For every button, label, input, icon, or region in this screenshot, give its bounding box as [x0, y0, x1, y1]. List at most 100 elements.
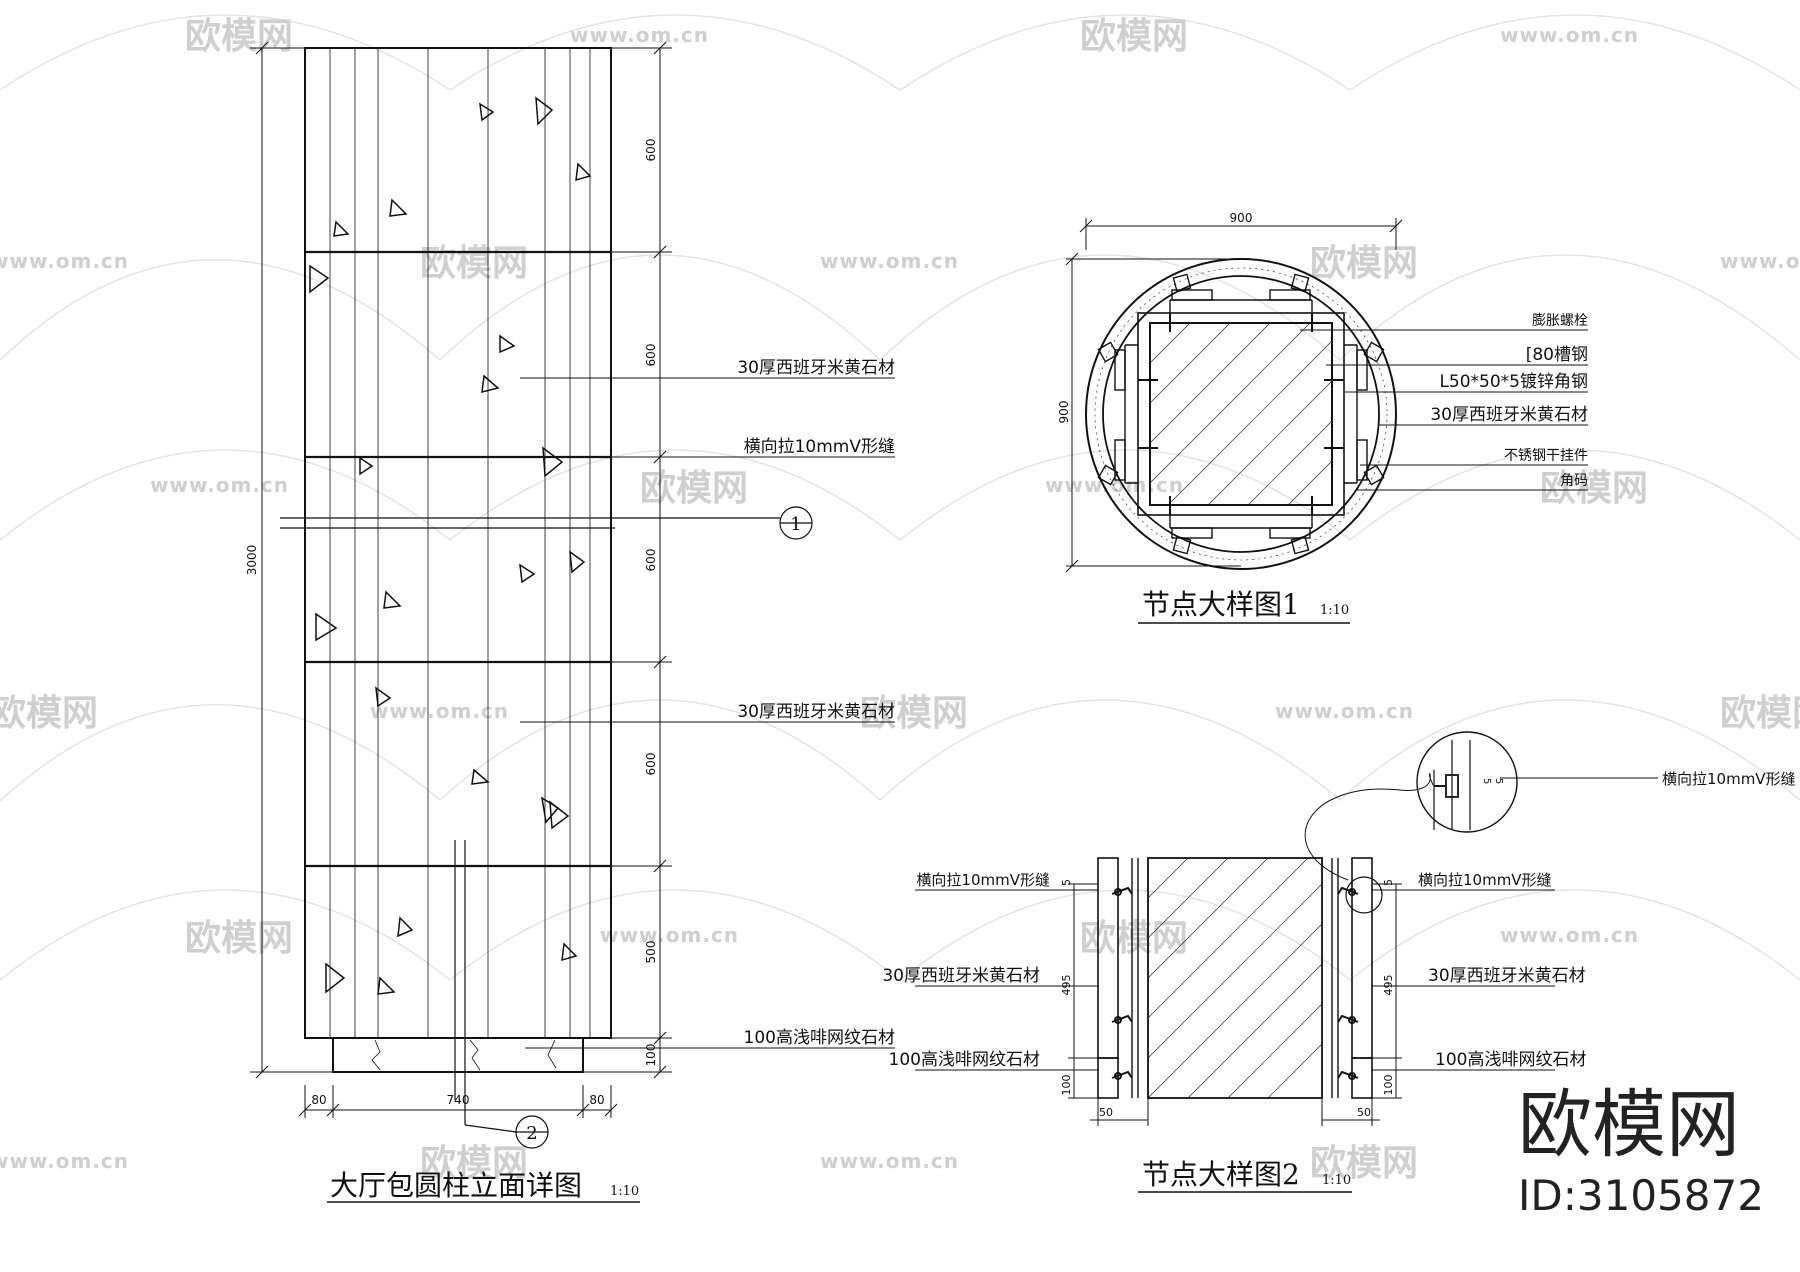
stone-vertical-lines: [329, 48, 591, 1038]
node2-detail-dim: 5: [1493, 778, 1504, 784]
watermark-text: 欧模网: [420, 1143, 528, 1184]
dim-segment: 500: [644, 941, 658, 964]
dim-segment: 600: [644, 344, 658, 367]
section-cut-1: [280, 506, 813, 540]
stone-texture-marks: [309, 96, 592, 995]
watermark-arc: [0, 14, 1800, 91]
watermark-labels: 欧模网 www.om.cn 欧模网 www.om.cn www.om.cn 欧模…: [0, 16, 1800, 1184]
watermark-url: www.om.cn: [1720, 249, 1800, 273]
node1-label-angle-steel: L50*50*5镀锌角钢: [1439, 372, 1588, 392]
node1-label-bracket: 角码: [1560, 473, 1588, 489]
label-stone-lower: 30厚西班牙米黄石材: [737, 702, 895, 722]
dim-segment: 600: [644, 753, 658, 776]
node2-dim-left: 495: [1060, 975, 1073, 996]
node1-dimensions: [1065, 218, 1403, 573]
watermark-url: www.om.cn: [370, 699, 509, 723]
overall-height-dimension: [250, 41, 333, 1079]
watermark-text: 欧模网: [185, 16, 293, 57]
bottom-dimensions: [298, 1085, 618, 1118]
watermark-text: 欧模网: [1310, 243, 1418, 284]
node2-detail-dim: 5: [1481, 778, 1492, 784]
node1-title: 节点大样图1: [1142, 588, 1300, 621]
node1-height-dim: 900: [1057, 401, 1071, 424]
watermark-arc: [0, 254, 1800, 362]
watermark-text: 欧模网: [1080, 918, 1188, 959]
watermark-text: 欧模网: [640, 468, 748, 509]
node2-text: 横向拉10mmV形缝 5 5 横向拉10mmV形缝 30厚西班牙米黄石材 100…: [882, 770, 1795, 1191]
watermark-text: 欧模网: [1540, 468, 1648, 509]
dim-overall-height: 3000: [245, 545, 259, 576]
node2-right-label-base: 100高浅啡网纹石材: [1435, 1050, 1586, 1070]
watermark-text: 欧模网: [1720, 693, 1800, 734]
watermark-url: www.om.cn: [0, 249, 129, 273]
elevation-text: 3000 600 600 600 600 500 100 80 740 80 3…: [245, 139, 895, 1202]
watermark-url: www.om.cn: [1500, 23, 1639, 47]
dim-segment: 100: [644, 1044, 658, 1067]
node1-leaders: [1300, 329, 1588, 491]
column-outline: [304, 47, 612, 1039]
node2-scale: 1:10: [1322, 1173, 1351, 1188]
node1-outer-ring: [1085, 258, 1397, 570]
label-base-stone: 100高浅啡网纹石材: [744, 1028, 895, 1048]
node1-core-hatch: [1149, 322, 1333, 506]
node1-label-stone: 30厚西班牙米黄石材: [1430, 405, 1588, 425]
watermark-arc: [0, 699, 1800, 802]
node1-width-dim: 900: [1230, 211, 1253, 225]
dim-bottom: 80: [589, 1093, 604, 1107]
node2-dim-left: 100: [1060, 1075, 1073, 1096]
watermark-text: 欧模网: [185, 918, 293, 959]
node2-detail-content: [1433, 740, 1471, 830]
dim-bottom: 740: [447, 1093, 470, 1107]
node1-stone-fill: [1094, 267, 1388, 561]
node1-scale: 1:10: [1320, 603, 1349, 618]
node1-label-hanger: 不锈钢干挂件: [1504, 448, 1588, 464]
node1-label-channel-steel: [80槽钢: [1526, 345, 1588, 365]
watermark-arc: [0, 889, 1800, 981]
watermark-url: www.om.cn: [1275, 699, 1414, 723]
node2-detail-label: 横向拉10mmV形缝: [1662, 770, 1796, 788]
watermark-url: www.om.cn: [820, 249, 959, 273]
watermark-url: www.om.cn: [1500, 923, 1639, 947]
watermark-url: www.om.cn: [570, 23, 709, 47]
watermark-layer: [0, 14, 1800, 981]
node2-dim-left: 5: [1060, 879, 1073, 886]
dim-bottom: 80: [311, 1093, 326, 1107]
brand-id: ID:3105872: [1518, 1171, 1764, 1220]
label-v-joint: 横向拉10mmV形缝: [744, 437, 895, 457]
node1-inner-ring: [1102, 275, 1380, 553]
node2-right-label-stone: 30厚西班牙米黄石材: [1428, 966, 1586, 986]
node2-detail-callout: [1345, 876, 1383, 914]
elevation-scale: 1:10: [610, 1184, 639, 1199]
node1-hangers: [1097, 273, 1385, 555]
node2-left-label-stone: 30厚西班牙米黄石材: [882, 966, 1040, 986]
watermark-arc: [0, 449, 1800, 541]
watermark-url: www.om.cn: [0, 1149, 129, 1173]
watermark-text: 欧模网: [860, 693, 968, 734]
node2-title: 节点大样图2: [1142, 1158, 1300, 1191]
node2-drawing: [915, 731, 1658, 1193]
section-marker-1: 1: [790, 514, 801, 535]
node1-drawing: [1065, 218, 1588, 624]
label-stone-upper: 30厚西班牙米黄石材: [737, 358, 895, 378]
brand-name: 欧模网: [1518, 1082, 1740, 1168]
node2-dim-right: 5: [1382, 879, 1395, 886]
node2-dim-right: 495: [1382, 975, 1395, 996]
elevation-title: 大厅包圆柱立面详图: [330, 1169, 582, 1202]
watermark-url: www.om.cn: [1045, 473, 1184, 497]
watermark-text: 欧模网: [420, 243, 528, 284]
node2-right-label-joint: 横向拉10mmV形缝: [1418, 871, 1552, 889]
node2-dim-bottom: 50: [1099, 1106, 1113, 1119]
node2-right-stone: [1351, 857, 1373, 1059]
node2-detail-bubble: [1416, 731, 1518, 833]
watermark-text: 欧模网: [1080, 16, 1188, 57]
elevation-drawing: [250, 41, 895, 1203]
node1-bolts: [1138, 313, 1344, 515]
dim-segment: 600: [644, 549, 658, 572]
node1-concrete-core: [1149, 322, 1333, 506]
watermark-url: www.om.cn: [150, 473, 289, 497]
node1-label-expansion-bolt: 膨胀螺栓: [1532, 312, 1588, 329]
brand-block: 欧模网 ID:3105872: [1518, 1082, 1764, 1220]
watermark-text: 欧模网: [1310, 1143, 1418, 1184]
node2-core-hatch: [1147, 857, 1323, 1099]
